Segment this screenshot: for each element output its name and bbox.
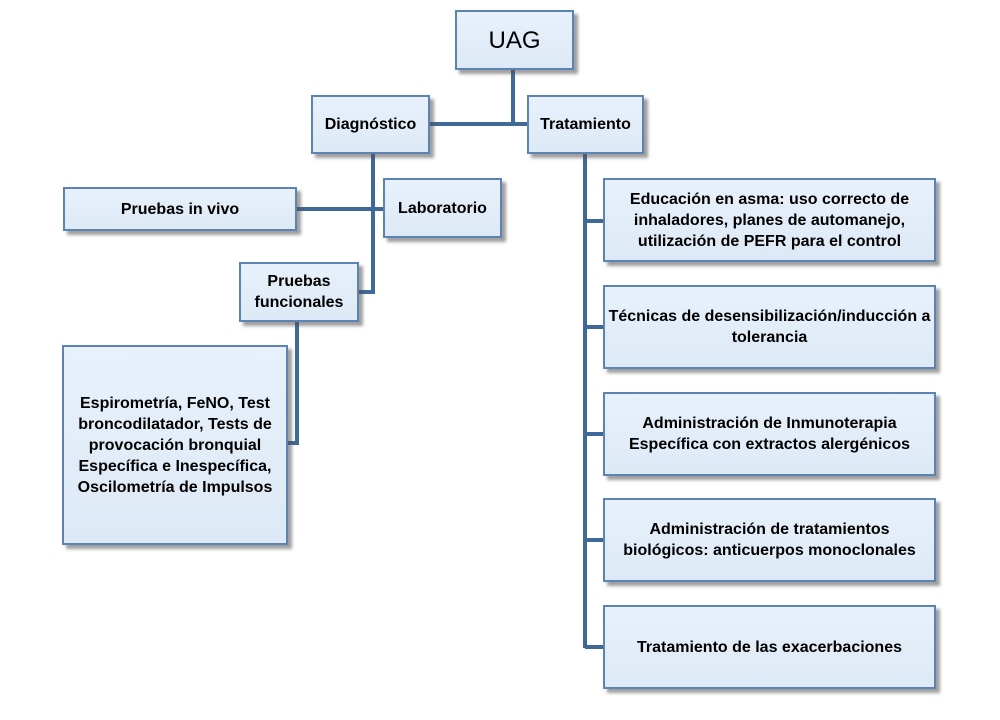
node-diagnostico: Diagnóstico — [311, 95, 430, 154]
node-inmunoterapia-label: Administración de Inmunoterapia Específi… — [628, 415, 910, 453]
node-pruebas-in-vivo-label: Pruebas in vivo — [120, 200, 240, 218]
node-diagnostico-label: Diagnóstico — [324, 116, 417, 133]
node-pruebas-funcionales-detalle-label: Espirometría, FeNO, Test broncodilatador… — [77, 394, 273, 496]
node-exacerbaciones-label: Tratamiento de las exacerbaciones — [636, 638, 902, 656]
node-desensibilizacion-label: Técnicas de desensibilización/inducción … — [608, 308, 931, 346]
node-laboratorio-label: Laboratorio — [398, 199, 487, 217]
node-exacerbaciones: Tratamiento de las exacerbaciones — [603, 605, 936, 689]
node-tratamiento: Tratamiento — [527, 95, 644, 154]
node-desensibilizacion: Técnicas de desensibilización/inducción … — [603, 285, 936, 369]
node-pruebas-funcionales-detalle: Espirometría, FeNO, Test broncodilatador… — [62, 345, 288, 545]
node-biologicos: Administración de tratamientos biológico… — [603, 498, 936, 582]
node-uag-label: UAG — [488, 26, 541, 54]
node-pruebas-in-vivo: Pruebas in vivo — [63, 187, 297, 231]
node-uag: UAG — [455, 10, 574, 70]
node-inmunoterapia: Administración de Inmunoterapia Específi… — [603, 392, 936, 476]
node-educacion-label: Educación en asma: uso correcto de inhal… — [629, 190, 910, 250]
node-pruebas-funcionales: Pruebas funcionales — [239, 262, 359, 322]
connector-diag-funcionales — [358, 154, 375, 294]
node-biologicos-label: Administración de tratamientos biológico… — [623, 521, 916, 559]
node-pruebas-funcionales-label: Pruebas funcionales — [254, 273, 344, 311]
node-tratamiento-label: Tratamiento — [540, 116, 631, 133]
node-educacion: Educación en asma: uso correcto de inhal… — [603, 178, 936, 262]
connector-funcionales-detalle — [288, 322, 299, 445]
node-laboratorio: Laboratorio — [383, 178, 502, 238]
